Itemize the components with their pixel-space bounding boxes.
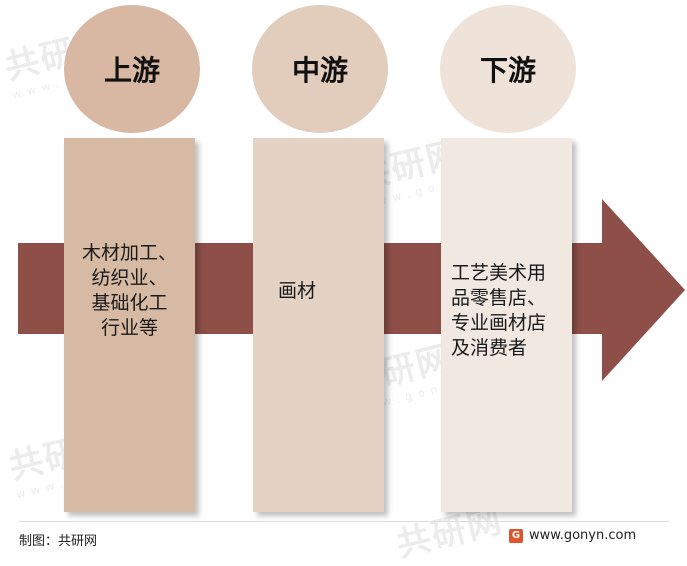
upstream-title: 上游 <box>103 54 160 87</box>
gonyn-logo-icon: G <box>509 528 523 543</box>
downstream-circle: 下游 <box>440 5 576 133</box>
site-url: www.gonyn.com <box>529 528 637 543</box>
midstream-column <box>253 138 384 512</box>
downstream-content: 工艺美术用 品零售店、 专业画材店 及消费者 <box>451 262 547 359</box>
upstream-content: 木材加工、 纺织业、 基础化工 行业等 <box>81 242 177 339</box>
footer-divider <box>19 521 669 522</box>
site-credit: G www.gonyn.com <box>509 528 636 543</box>
upstream-circle: 上游 <box>64 5 200 133</box>
midstream-circle: 中游 <box>252 5 388 133</box>
downstream-title: 下游 <box>479 54 536 87</box>
upstream-column <box>64 138 195 512</box>
source-label: 制图：共研网 <box>19 534 98 549</box>
midstream-content: 画材 <box>278 280 317 302</box>
downstream-column <box>441 138 572 512</box>
midstream-title: 中游 <box>291 54 348 87</box>
